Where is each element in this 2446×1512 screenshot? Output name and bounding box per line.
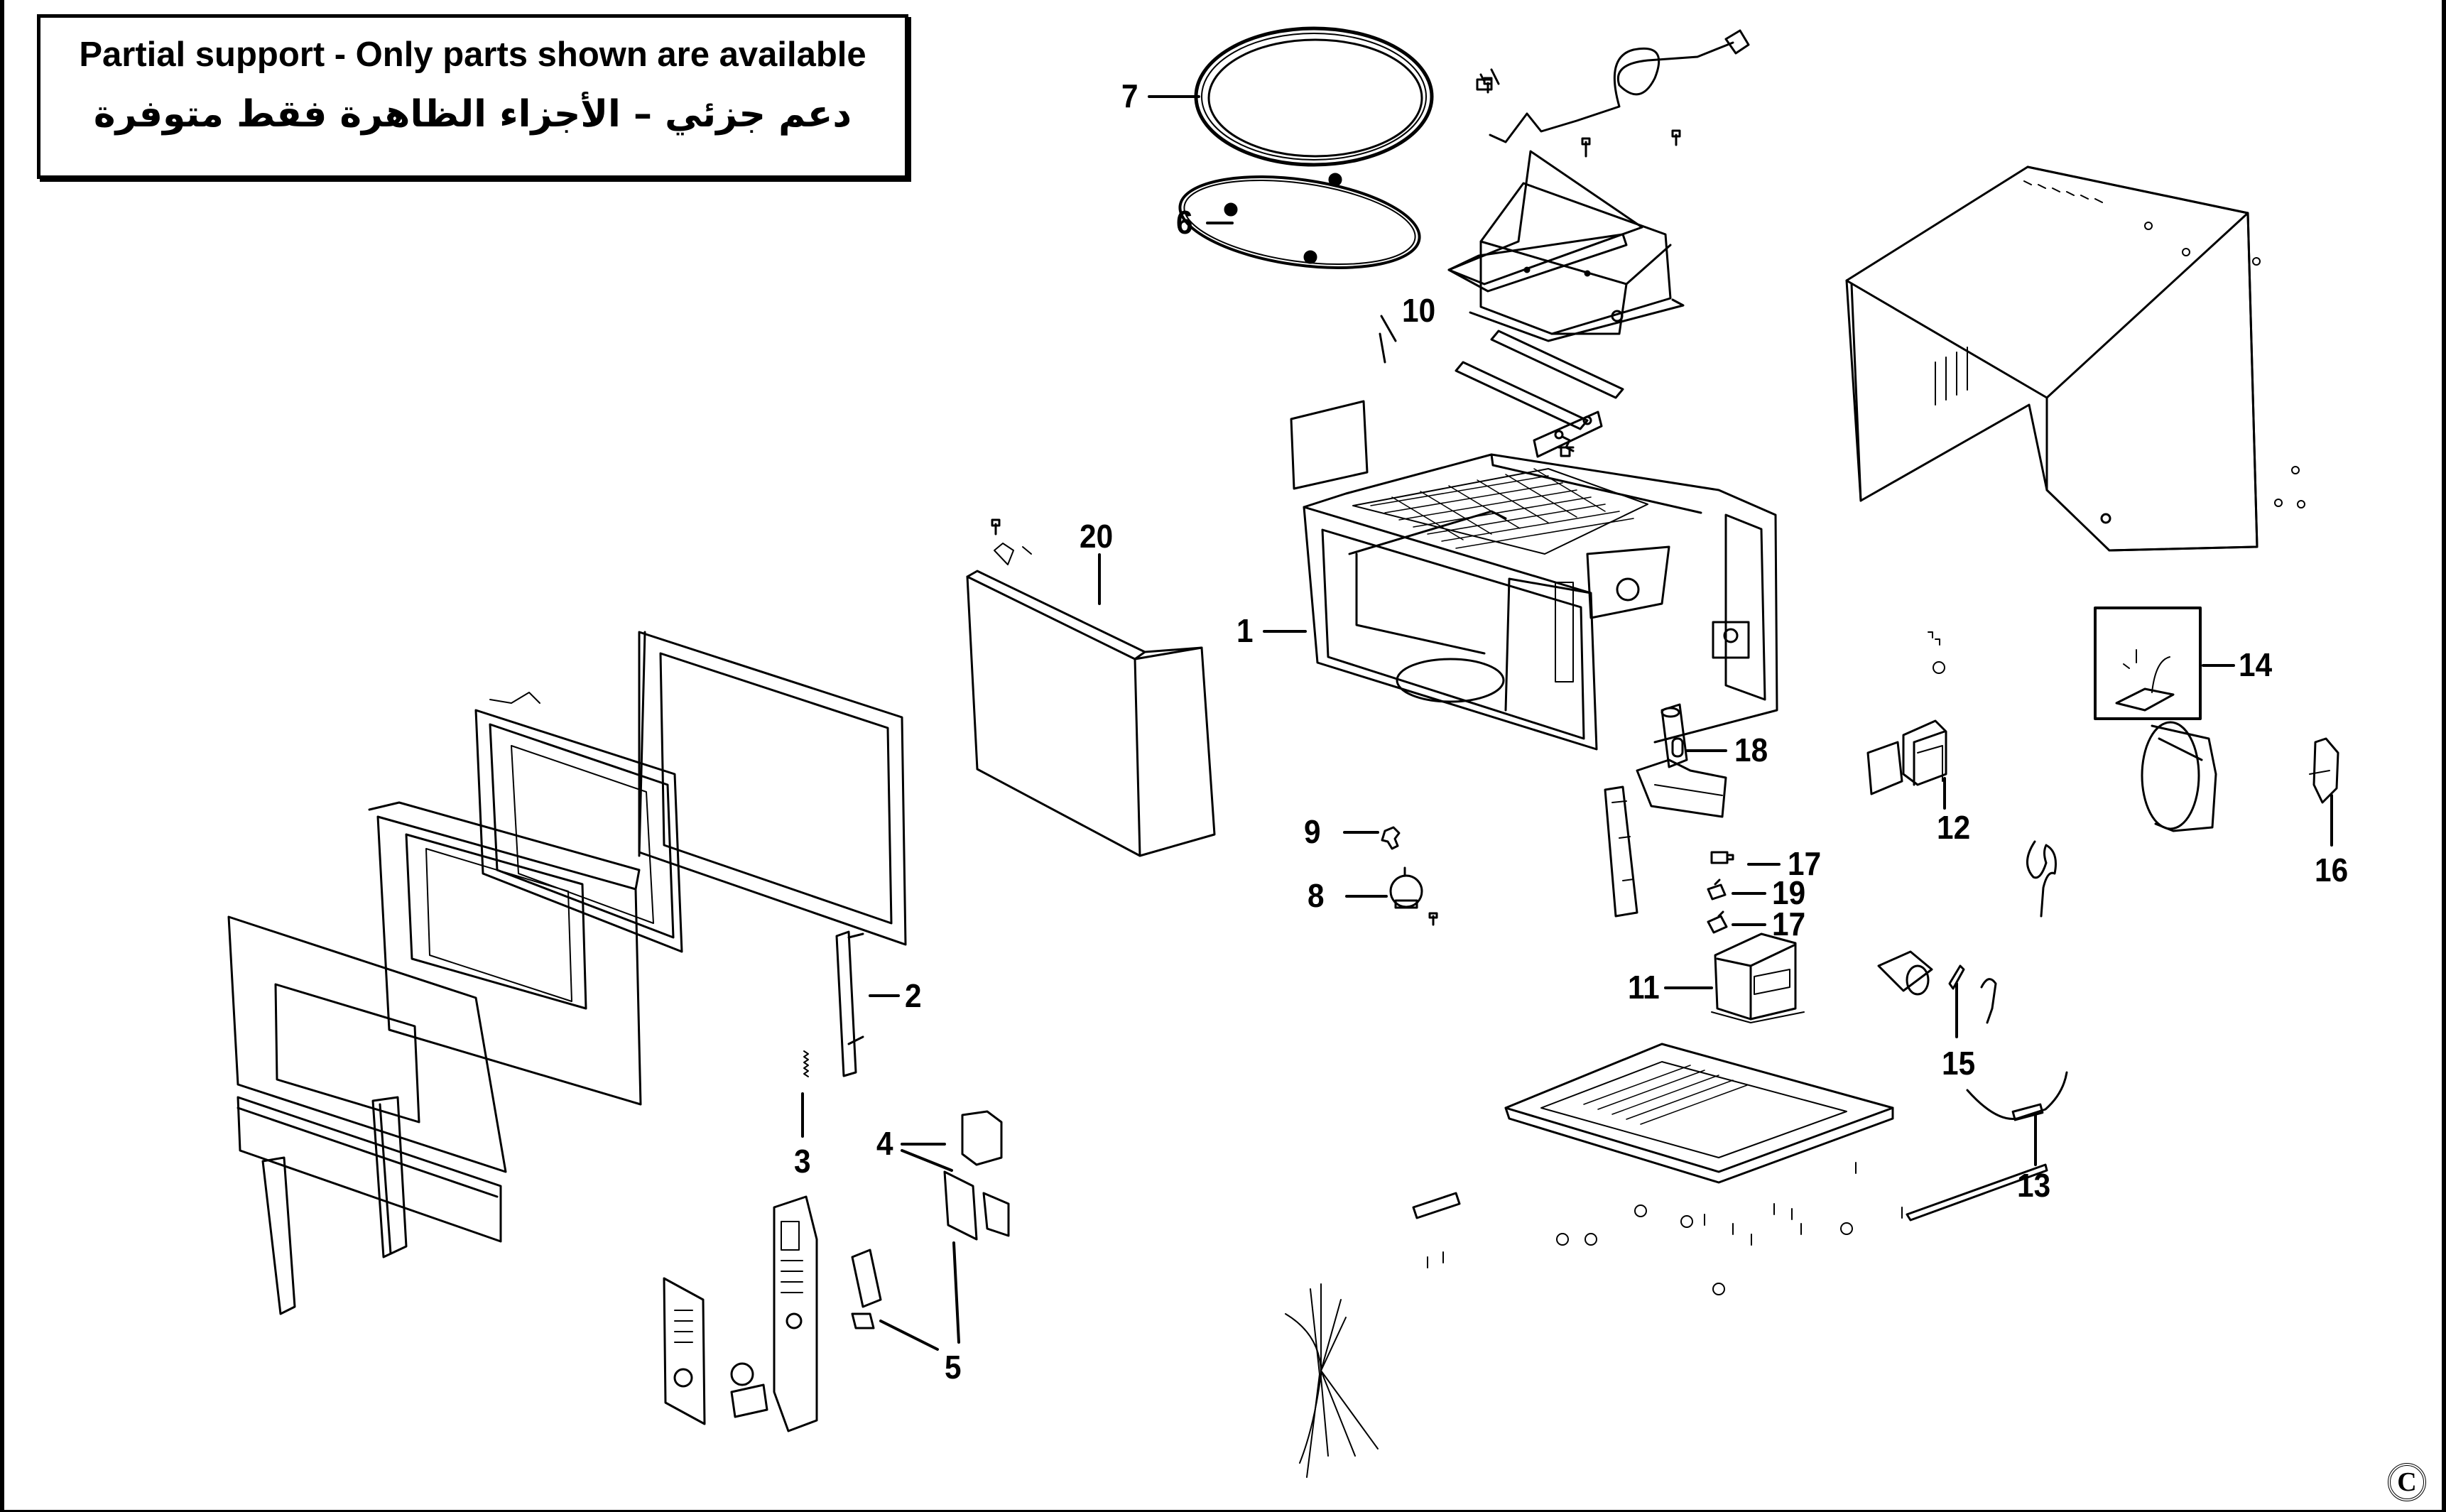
part-11-transformer[interactable] — [1711, 932, 1805, 1023]
callout-10[interactable]: 10 — [1402, 292, 1436, 329]
callout-4[interactable]: 4 — [876, 1125, 893, 1162]
door-hinge — [489, 692, 540, 704]
notice-arabic-text: دعم جزئي – الأجزاء الظاهرة فقط متوفرة — [93, 93, 852, 136]
callout-18[interactable]: 18 — [1734, 731, 1768, 768]
callout-leader-lines — [801, 95, 2333, 1351]
door-frame-inner[interactable] — [638, 631, 907, 946]
frame-left-border — [0, 0, 4, 1512]
callout-1[interactable]: 1 — [1236, 612, 1254, 649]
part-7-glass-turntable[interactable] — [1194, 26, 1434, 167]
callout-9[interactable]: 9 — [1304, 813, 1321, 850]
callout-6[interactable]: 6 — [1176, 204, 1193, 241]
screw — [1581, 137, 1591, 158]
thermostat — [1558, 435, 1575, 457]
fan-shroud[interactable] — [2141, 721, 2217, 832]
part-4-control-module[interactable] — [961, 1110, 1003, 1166]
screw — [991, 518, 1001, 535]
callout-5[interactable]: 5 — [945, 1349, 962, 1386]
part-3-spring[interactable] — [803, 1050, 809, 1077]
case-screws — [2144, 222, 2305, 508]
screw — [1671, 129, 1681, 146]
callout-11[interactable]: 11 — [1627, 969, 1660, 1006]
waveguide[interactable] — [1469, 182, 1685, 342]
waveguide-cover[interactable] — [1447, 150, 1643, 293]
callout-16[interactable]: 16 — [2315, 852, 2349, 888]
part-20-side-panel[interactable] — [966, 543, 1216, 857]
part-1-oven-cavity[interactable] — [1303, 453, 1778, 751]
part-5-control-board[interactable] — [851, 1170, 1010, 1329]
part-9-coupler[interactable] — [1381, 826, 1401, 850]
lamp-bracket[interactable] — [1636, 758, 1727, 818]
part-17-micro-switch-lower[interactable] — [1707, 910, 1728, 934]
door-glass-panel[interactable] — [227, 915, 507, 1243]
base-plate[interactable] — [1504, 1043, 1894, 1184]
part-12-magnetron[interactable] — [1902, 719, 1947, 786]
control-panel-overlay[interactable] — [663, 1277, 706, 1425]
part-6-roller-ring[interactable] — [1174, 163, 1425, 281]
part-14-noise-filter[interactable] — [2094, 607, 2202, 720]
part-2-latch-hook[interactable] — [835, 930, 864, 1077]
thermal-cutout — [1928, 631, 1945, 674]
callout-20[interactable]: 20 — [1080, 518, 1114, 555]
callout-7[interactable]: 7 — [1121, 77, 1138, 114]
part-17-micro-switch-upper[interactable] — [1710, 851, 1734, 864]
control-knob[interactable] — [730, 1362, 768, 1418]
part-16-fan-motor[interactable] — [2309, 737, 2339, 804]
partial-support-notice: Partial support - Only parts shown are a… — [37, 14, 908, 179]
part-18-lamp-holder[interactable] — [1660, 703, 1688, 768]
callout-3[interactable]: 3 — [794, 1143, 811, 1180]
callout-15[interactable]: 15 — [1942, 1045, 1976, 1082]
callout-2[interactable]: 2 — [905, 977, 922, 1014]
rod — [1906, 1163, 2048, 1222]
magnetron-insulator — [1866, 741, 1903, 795]
latch-board[interactable] — [1604, 785, 1638, 918]
base-screws-and-feet — [1427, 1162, 1903, 1295]
capacitor-bracket[interactable] — [1980, 978, 1997, 1024]
bracket — [1412, 1192, 1461, 1219]
frame-right-border — [2442, 0, 2446, 1512]
door-trim[interactable] — [261, 1156, 296, 1315]
callout-17-upper[interactable]: 17 — [1788, 845, 1822, 882]
part-13-diode[interactable] — [1966, 1071, 2068, 1121]
door-frame-outer[interactable] — [368, 801, 642, 1106]
callout-14[interactable]: 14 — [2239, 646, 2273, 683]
door-handle[interactable] — [371, 1096, 408, 1258]
outer-case[interactable] — [1845, 165, 2259, 552]
frame-bottom-border — [0, 1510, 2446, 1512]
part-19-monitor-switch[interactable] — [1707, 879, 1727, 901]
part-8-turntable-motor[interactable] — [1389, 866, 1423, 909]
notice-english-text: Partial support - Only parts shown are a… — [79, 36, 866, 74]
control-panel[interactable] — [773, 1195, 818, 1432]
insulation-sheet — [1290, 400, 1369, 490]
high-voltage-capacitor[interactable] — [1877, 950, 1933, 996]
power-cord[interactable] — [1476, 29, 1750, 143]
part-10-heating-elements[interactable] — [1379, 315, 1624, 458]
screw — [1428, 912, 1438, 926]
callout-17-lower[interactable]: 17 — [1772, 905, 1806, 942]
part-15-capacitor-clip[interactable] — [1948, 964, 1965, 990]
fan-blade[interactable] — [2026, 840, 2057, 918]
door-choke[interactable] — [474, 709, 683, 953]
wire-harness[interactable] — [1285, 1283, 1379, 1478]
callout-13[interactable]: 13 — [2017, 1167, 2051, 1204]
callout-12[interactable]: 12 — [1937, 809, 1971, 846]
callout-19[interactable]: 19 — [1772, 874, 1806, 911]
callout-8[interactable]: 8 — [1308, 877, 1325, 914]
copyright-icon: C — [2388, 1463, 2426, 1501]
